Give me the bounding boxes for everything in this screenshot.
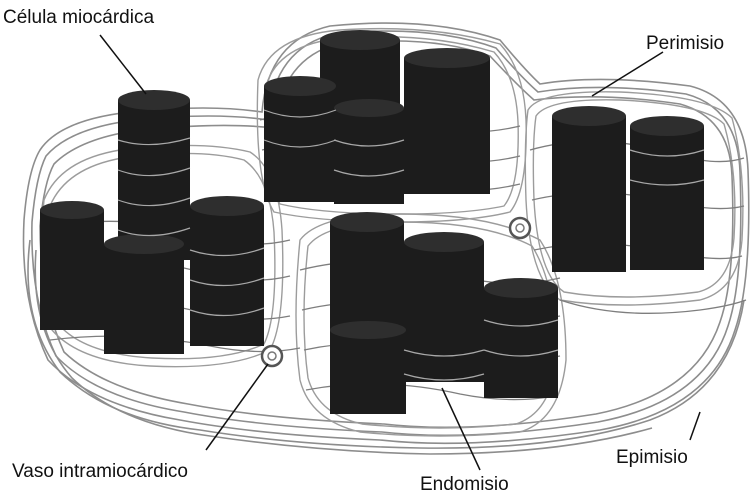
leader-cell — [100, 35, 146, 94]
leader-endomysium — [442, 388, 480, 470]
label-epimysium: Epimisio — [616, 448, 688, 467]
label-endomysium: Endomisio — [420, 475, 509, 494]
cell-cylinder — [104, 234, 184, 354]
cell-cylinder — [404, 232, 484, 382]
cell-cylinder — [40, 201, 104, 330]
cell-cylinder — [552, 106, 626, 272]
leader-epimysium — [690, 412, 700, 440]
intramyocardial-vessel — [262, 346, 282, 366]
label-vessel: Vaso intramiocárdico — [12, 462, 188, 481]
leader-vessel — [206, 364, 268, 450]
cell-cylinder — [334, 99, 404, 204]
cell-cylinder — [330, 321, 406, 414]
cell-cylinder — [484, 278, 558, 398]
cell-cylinder — [630, 116, 704, 270]
cell-cylinder — [330, 212, 404, 332]
label-cell: Célula miocárdica — [3, 8, 154, 27]
cell-cylinder — [264, 76, 336, 202]
intramyocardial-vessel — [510, 218, 530, 238]
cell-cylinder — [404, 48, 490, 194]
label-perimysium: Perimisio — [646, 34, 724, 53]
cell-cylinder — [190, 196, 264, 346]
